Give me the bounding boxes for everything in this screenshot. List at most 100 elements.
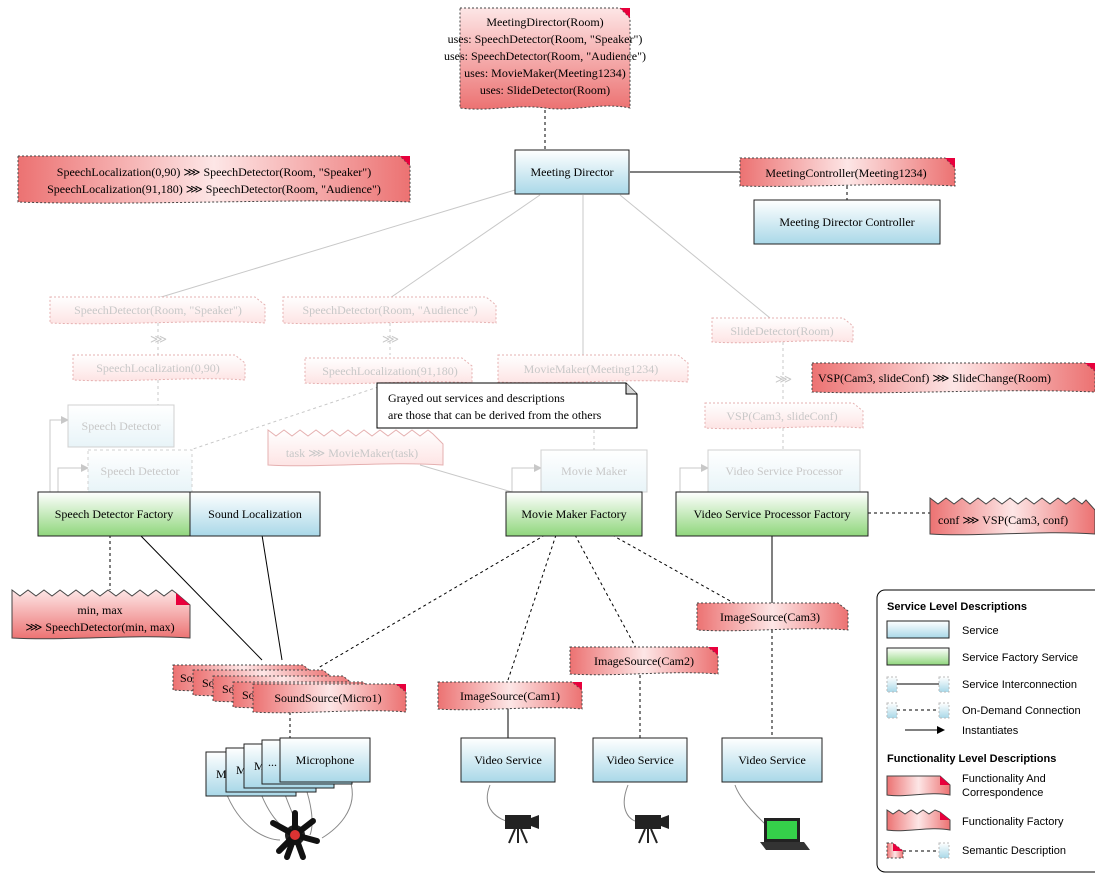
image-source-cam3-note: ImageSource(Cam3): [696, 602, 849, 632]
callout-line-1: Grayed out services and descriptions: [388, 391, 565, 405]
sound-source-micro1-note: SoundSource(Micro1): [252, 683, 407, 714]
grayed-speech-loc-91-180-label: SpeechLocalization(91,180): [322, 364, 458, 378]
min-max-factory-note: min, max ⋙ SpeechDetector(min, max): [11, 589, 191, 640]
video-service-cam3[interactable]: Video Service: [721, 737, 823, 783]
legend-interconnection-label: Service Interconnection: [962, 679, 1077, 691]
meeting-director-description-note: MeetingDirector(Room) uses: SpeechDetect…: [444, 7, 646, 110]
legend-functionality-line-2: Correspondence: [962, 787, 1043, 799]
grayed-speech-loc-91-180: SpeechLocalization(91,180): [304, 357, 473, 385]
sound-source-micro1-label: SoundSource(Micro1): [274, 691, 381, 705]
callout-line-2: are those that can be derived from the o…: [388, 408, 602, 422]
svg-text:So: So: [202, 676, 215, 690]
microphone-stack: M M M ... Microphone: [205, 737, 371, 797]
legend-functionality-line-1: Functionality And: [962, 773, 1046, 785]
grayed-derive-arrow-1: ⋙: [150, 332, 167, 346]
speech-detector-factory[interactable]: Speech Detector Factory: [37, 491, 191, 537]
vsp-slide-change-label: VSP(Cam3, slideConf) ⋙ SlideChange(Room): [818, 371, 1051, 385]
video-processor-factory-label: Video Service Processor Factory: [694, 507, 851, 521]
video-camera-icon: [635, 815, 669, 844]
movie-maker-factory-label: Movie Maker Factory: [521, 507, 626, 521]
microphone-service[interactable]: Microphone: [279, 737, 371, 783]
meeting-director-service[interactable]: Meeting Director: [514, 149, 630, 195]
svg-text:M: M: [216, 767, 227, 781]
grayed-speech-detector-service-1: Speech Detector: [67, 404, 175, 448]
legend-functionality-factory-label: Functionality Factory: [962, 816, 1064, 828]
grayed-vsp-cam3: VSP(Cam3, slideConf): [704, 402, 864, 430]
meeting-director-controller-label: Meeting Director Controller: [779, 215, 914, 229]
grayed-vsp-cam3-label: VSP(Cam3, slideConf): [726, 409, 837, 423]
video-service-cam2[interactable]: Video Service: [592, 737, 688, 783]
grayed-task-factory: task ⋙ MovieMaker(task): [267, 429, 444, 467]
image-source-cam1-note: ImageSource(Cam1): [437, 681, 583, 711]
grayed-task-factory-label: task ⋙ MovieMaker(task): [286, 446, 418, 460]
top-note-line-2: uses: SpeechDetector(Room, "Speaker"): [448, 32, 643, 46]
conf-vsp-label: conf ⋙ VSP(Cam3, conf): [938, 513, 1068, 527]
grayed-speech-detector-speaker-label: SpeechDetector(Room, "Speaker"): [74, 303, 242, 317]
laptop-icon: [760, 818, 810, 850]
grayed-speech-detector-service-2: Speech Detector: [87, 449, 193, 493]
svg-text:M: M: [254, 759, 265, 773]
video-service-cam1[interactable]: Video Service: [460, 737, 556, 783]
svg-text:...: ...: [268, 755, 277, 769]
legend-factory-label: Service Factory Service: [962, 652, 1078, 664]
grayed-movie-maker-meeting-label: MovieMaker(Meeting1234): [524, 362, 659, 376]
image-source-cam2-note: ImageSource(Cam2): [569, 646, 719, 676]
sound-localization-label: Sound Localization: [208, 507, 302, 521]
video-service-cam3-label: Video Service: [738, 753, 806, 767]
grayed-speech-detector-2-label: Speech Detector: [101, 464, 180, 478]
svg-text:So: So: [180, 671, 193, 685]
meeting-controller-note: MeetingController(Meeting1234): [739, 157, 956, 187]
meeting-director-controller-service[interactable]: Meeting Director Controller: [753, 199, 941, 245]
grayed-speech-loc-0-90-label: SpeechLocalization(0,90): [96, 361, 220, 375]
top-note-line-4: uses: MovieMaker(Meeting1234): [464, 66, 626, 80]
speech-mapping-line-1: SpeechLocalization(0,90) ⋙ SpeechDetecto…: [57, 165, 371, 179]
grayed-movie-maker-label: Movie Maker: [561, 464, 627, 478]
grayed-speech-detector-audience-label: SpeechDetector(Room, "Audience"): [302, 303, 477, 317]
legend-instantiates-label: Instantiates: [962, 725, 1019, 737]
top-note-line-5: uses: SlideDetector(Room): [480, 83, 610, 97]
video-service-cam2-label: Video Service: [606, 753, 674, 767]
svg-text:So: So: [222, 682, 235, 696]
speech-detector-factory-label: Speech Detector Factory: [55, 507, 174, 521]
speech-mapping-note: SpeechLocalization(0,90) ⋙ SpeechDetecto…: [17, 155, 411, 204]
legend-heading-service: Service Level Descriptions: [887, 601, 1027, 613]
sound-source-stack: So So So So SoundSource(Micro1): [172, 664, 407, 714]
svg-text:So: So: [242, 688, 255, 702]
legend-on-demand-label: On-Demand Connection: [962, 705, 1081, 717]
legend-service-label: Service: [962, 625, 999, 637]
top-note-line-3: uses: SpeechDetector(Room, "Audience"): [444, 49, 646, 63]
speech-mapping-line-2: SpeechLocalization(91,180) ⋙ SpeechDetec…: [47, 182, 381, 196]
meeting-controller-label: MeetingController(Meeting1234): [765, 166, 926, 180]
grayed-video-service-processor: Video Service Processor: [707, 449, 861, 493]
grayed-speech-detector-audience: SpeechDetector(Room, "Audience"): [282, 296, 497, 325]
microphone-icon: [270, 810, 320, 860]
grayed-video-service-processor-label: Video Service Processor: [725, 464, 842, 478]
grayed-slide-detector: SlideDetector(Room): [711, 317, 854, 344]
meeting-director-label: Meeting Director: [531, 165, 614, 179]
video-camera-icon: [505, 815, 539, 844]
microphone-label: Microphone: [296, 753, 355, 767]
grayed-speech-detector-1-label: Speech Detector: [82, 419, 161, 433]
grayed-movie-maker-meeting: MovieMaker(Meeting1234): [497, 354, 689, 384]
video-processor-factory[interactable]: Video Service Processor Factory: [675, 491, 869, 537]
image-source-cam2-label: ImageSource(Cam2): [594, 654, 694, 668]
grayed-explanation-callout: Grayed out services and descriptions are…: [376, 382, 638, 429]
top-note-line-1: MeetingDirector(Room): [486, 15, 603, 29]
conf-vsp-factory-note: conf ⋙ VSP(Cam3, conf): [929, 497, 1095, 536]
legend-semantic-label: Semantic Description: [962, 845, 1066, 857]
video-service-cam1-label: Video Service: [474, 753, 542, 767]
legend-heading-functionality: Functionality Level Descriptions: [887, 753, 1056, 765]
image-source-cam3-label: ImageSource(Cam3): [720, 610, 820, 624]
grayed-speech-loc-0-90: SpeechLocalization(0,90): [72, 354, 246, 382]
grayed-derive-arrow-3: ⋙: [775, 372, 792, 386]
grayed-movie-maker-service: Movie Maker: [540, 449, 648, 493]
grayed-derive-arrow-2: ⋙: [382, 332, 399, 346]
min-max-line-2: ⋙ SpeechDetector(min, max): [25, 620, 174, 634]
grayed-speech-detector-speaker: SpeechDetector(Room, "Speaker"): [49, 296, 266, 325]
legend: Service Level Descriptions Service Servi…: [876, 589, 1095, 873]
sound-localization-service[interactable]: Sound Localization: [189, 491, 321, 537]
min-max-line-1: min, max: [77, 603, 122, 617]
grayed-slide-detector-label: SlideDetector(Room): [730, 324, 833, 338]
movie-maker-factory[interactable]: Movie Maker Factory: [505, 491, 643, 537]
